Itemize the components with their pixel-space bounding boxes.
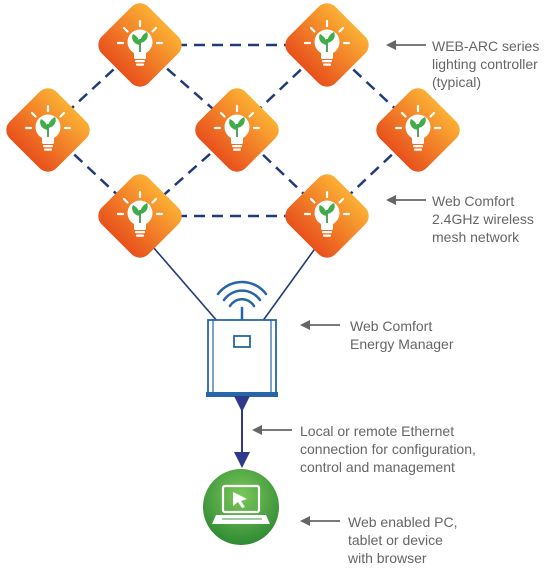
bulb-leaf-icon <box>279 0 375 93</box>
controller-callout: WEB-ARC series lighting controller (typi… <box>432 38 540 90</box>
wifi-signal-icon <box>216 280 268 322</box>
bulb-leaf-icon <box>92 0 188 93</box>
callout-arrows <box>252 40 426 526</box>
bulb-leaf-icon <box>92 168 188 264</box>
ethernet-callout: Local or remote Ethernet connection for … <box>300 423 476 475</box>
bulb-leaf-icon <box>0 82 96 178</box>
uplinks <box>139 231 328 323</box>
bulb-leaf-icon <box>370 82 466 178</box>
laptop-pc-icon <box>203 469 279 545</box>
mesh-callout: Web Comfort 2.4GHz wireless mesh network <box>432 193 534 245</box>
pc-callout: Web enabled PC, tablet or device with br… <box>348 514 458 566</box>
energy-manager-icon <box>206 319 278 397</box>
lighting-nodes <box>0 0 466 264</box>
manager-callout: Web Comfort Energy Manager <box>350 318 454 352</box>
